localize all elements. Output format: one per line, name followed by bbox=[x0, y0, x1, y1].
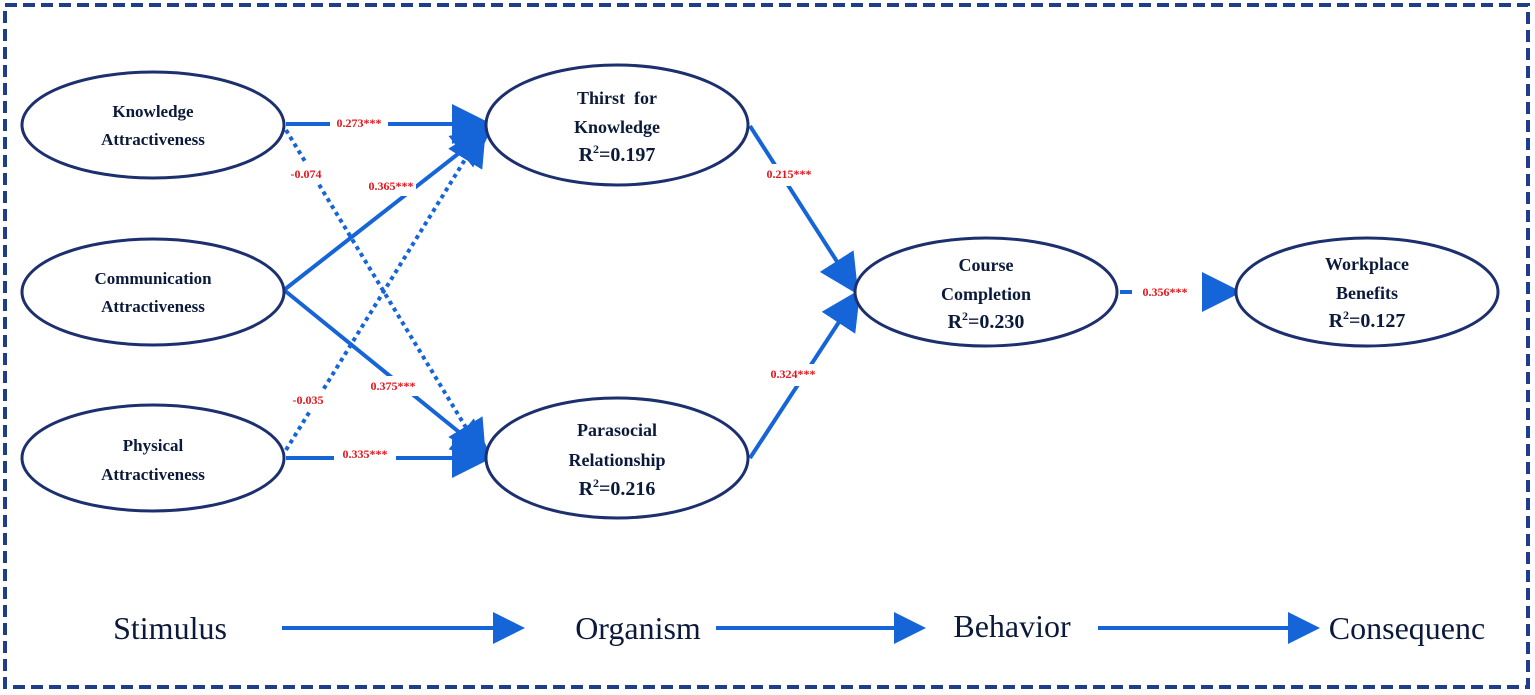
node-label-line1: Parasocial bbox=[577, 420, 657, 440]
coef-tk-cc: 0.215*** bbox=[767, 167, 812, 181]
coef-pa-tk: -0.035 bbox=[293, 393, 324, 407]
stage-stimulus: Stimulus bbox=[113, 610, 227, 646]
node-workplace-benefits: Workplace Benefits R2=0.127 bbox=[1234, 236, 1500, 348]
node-label-line1: Thirst for bbox=[577, 88, 657, 108]
path-pa-tk bbox=[284, 125, 487, 452]
node-label-line1: Physical bbox=[123, 436, 184, 455]
node-label-line1: Course bbox=[959, 255, 1014, 275]
path-tk-cc bbox=[748, 124, 859, 295]
node-label-line1: Workplace bbox=[1325, 254, 1409, 274]
node-knowledge-attractiveness: Knowledge Attractiveness bbox=[20, 70, 286, 180]
stage-consequence: Consequenc bbox=[1329, 610, 1485, 646]
coef-pa-pr: 0.335*** bbox=[343, 447, 388, 461]
path-ca-pr bbox=[282, 288, 493, 460]
stage-behavior: Behavior bbox=[953, 608, 1071, 644]
node-thirst-for-knowledge: Thirst for Knowledge R2=0.197 bbox=[484, 63, 750, 187]
coef-pr-cc: 0.324*** bbox=[771, 367, 816, 381]
coef-ca-pr: 0.375*** bbox=[371, 379, 416, 393]
node-label-line1: Communication bbox=[94, 269, 212, 288]
node-r-squared: R2=0.216 bbox=[579, 476, 656, 500]
node-label-line2: Attractiveness bbox=[101, 130, 205, 149]
node-label-line1: Knowledge bbox=[112, 102, 194, 121]
node-communication-attractiveness: Communication Attractiveness bbox=[20, 237, 286, 347]
path-ca-tk bbox=[282, 127, 493, 292]
coef-cc-wb: 0.356*** bbox=[1143, 285, 1188, 299]
node-label-line2: Attractiveness bbox=[101, 465, 205, 484]
node-r-squared: R2=0.230 bbox=[948, 309, 1025, 333]
path-ka-pr bbox=[284, 128, 487, 461]
node-label-line2: Relationship bbox=[568, 450, 665, 470]
node-r-squared: R2=0.127 bbox=[1329, 308, 1406, 332]
coef-ca-tk: 0.365*** bbox=[369, 179, 414, 193]
node-course-completion: Course Completion R2=0.230 bbox=[853, 236, 1119, 348]
coef-ka-tk: 0.273*** bbox=[337, 116, 382, 130]
node-label-line2: Attractiveness bbox=[101, 297, 205, 316]
node-parasocial-relationship: Parasocial Relationship R2=0.216 bbox=[484, 396, 750, 520]
node-r-squared: R2=0.197 bbox=[579, 142, 656, 166]
node-label-line2: Knowledge bbox=[574, 117, 660, 137]
node-label-line2: Completion bbox=[941, 284, 1031, 304]
stage-organism: Organism bbox=[575, 610, 701, 646]
node-physical-attractiveness: Physical Attractiveness bbox=[20, 403, 286, 513]
node-label-line2: Benefits bbox=[1336, 283, 1398, 303]
coef-ka-pr: -0.074 bbox=[291, 167, 322, 181]
dashed-frame bbox=[3, 3, 1530, 689]
